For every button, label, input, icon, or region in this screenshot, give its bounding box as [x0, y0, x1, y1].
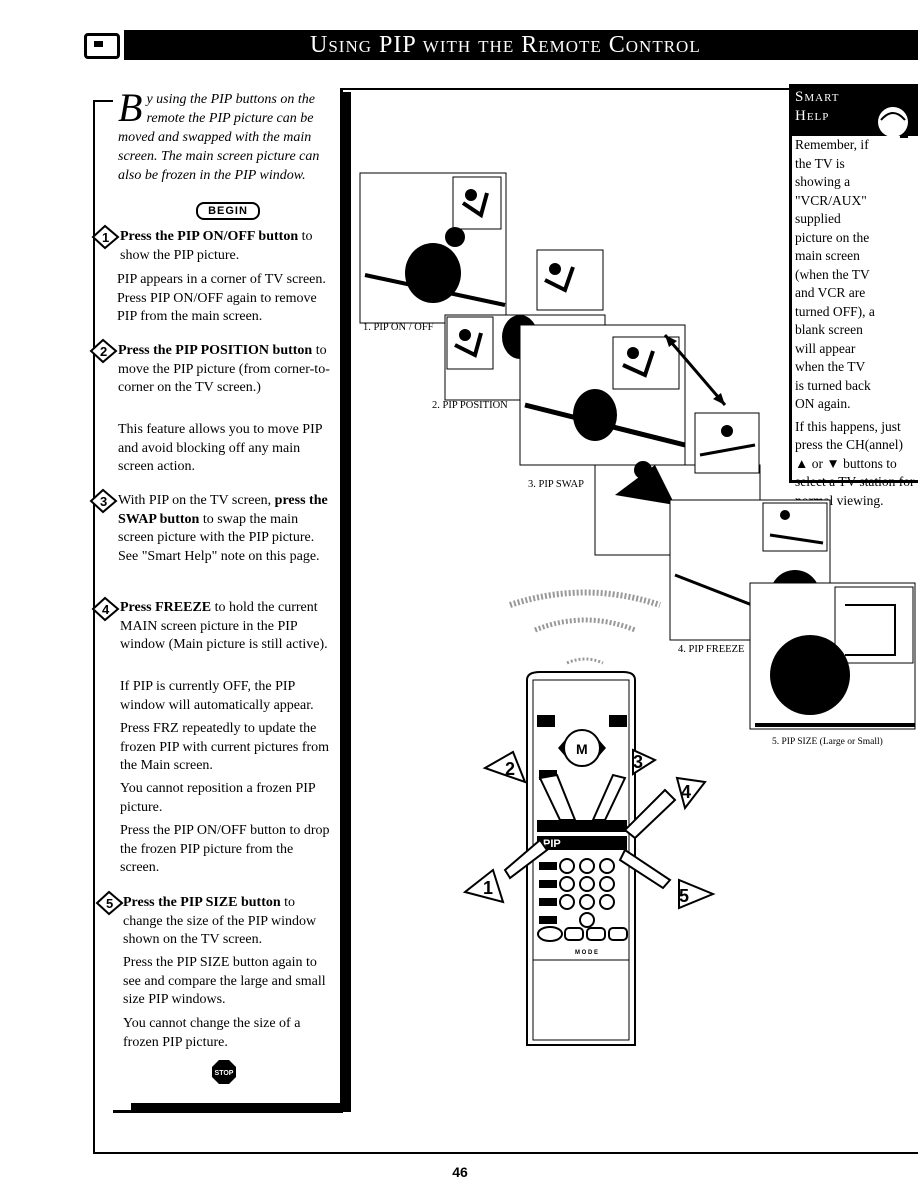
svg-text:STOP: STOP	[215, 1070, 234, 1077]
svg-text:2: 2	[505, 759, 515, 779]
svg-text:M O D E: M O D E	[575, 950, 598, 956]
callout-arrows: 2 3 4 1 5	[462, 748, 716, 910]
svg-text:M: M	[576, 741, 588, 757]
svg-text:3: 3	[633, 752, 643, 772]
svg-text:1: 1	[102, 230, 109, 245]
step-1-note: PIP appears in a corner of TV screen. Pr…	[117, 272, 326, 324]
svg-text:5: 5	[106, 896, 113, 911]
svg-text:2: 2	[100, 344, 107, 359]
svg-text:PIP: PIP	[543, 838, 561, 850]
step-5-text: Press the PIP SIZE button to change the …	[123, 895, 317, 947]
lightbulb-icon	[878, 107, 908, 138]
cx-button[interactable]	[586, 927, 606, 941]
power-button[interactable]	[537, 926, 563, 942]
frame-top-rule	[340, 88, 810, 90]
signal-waves-icon	[509, 589, 661, 665]
step-4-text: Press FREEZE to hold the current MAIN sc…	[120, 600, 328, 652]
panel-shadow-right	[343, 92, 351, 1110]
step-4-note-3: You cannot reposition a frozen PIP pictu…	[120, 781, 316, 815]
panel-shadow-bottom	[131, 1103, 351, 1112]
caption-pip-position: 2. PIP POSITION	[432, 400, 508, 411]
caption-pip-size: 5. PIP SIZE (Large or Small)	[772, 737, 883, 747]
stop-sign-icon: STOP	[212, 1060, 236, 1084]
step-5-icon: 5	[95, 890, 124, 916]
pip-freeze-size-illustration	[669, 499, 916, 730]
caption-pip-on-off: 1. PIP ON / OFF	[363, 322, 434, 333]
svg-text:5: 5	[679, 886, 689, 906]
caption-pip-freeze: 4. PIP FREEZE	[678, 644, 745, 655]
svg-text:4: 4	[681, 782, 691, 802]
caption-pip-swap: 3. PIP SWAP	[528, 479, 584, 490]
svg-text:4: 4	[102, 602, 110, 617]
step-2-text: Press the PIP POSITION button to move th…	[118, 343, 330, 395]
svg-text:1: 1	[483, 878, 493, 898]
step-2-icon: 2	[89, 338, 118, 364]
step-3-icon: 3	[89, 488, 118, 514]
step-2-note: This feature allows you to move PIP and …	[118, 422, 323, 474]
frame-bottom-rule	[93, 1152, 918, 1154]
vcr-button[interactable]	[564, 927, 584, 941]
step-4-note-4: Press the PIP ON/OFF button to drop the …	[120, 823, 330, 875]
page-number: 46	[452, 1164, 468, 1180]
smart-help-border	[789, 84, 918, 483]
step-3-text: With PIP on the TV screen, press the SWA…	[118, 493, 328, 564]
tv-button[interactable]	[608, 927, 628, 941]
screen-pip-swap	[519, 324, 727, 466]
step-4-icon: 4	[91, 596, 120, 622]
left-rule	[93, 100, 95, 1153]
left-rule-top	[93, 100, 113, 102]
begin-badge: BEGIN	[196, 202, 260, 220]
svg-text:3: 3	[100, 494, 107, 509]
step-1-icon: 1	[91, 224, 120, 250]
screen-pip-on	[359, 172, 507, 324]
step-5-note-2: You cannot change the size of a frozen P…	[123, 1016, 301, 1050]
smart-help-body: Remember, if the TV is showing a "VCR/AU…	[795, 137, 915, 508]
remote-control: M PIP M O D E 2 3 4 1 5	[462, 671, 716, 1046]
drop-cap: B	[118, 85, 143, 130]
step-1-text: Press the PIP ON/OFF button to show the …	[120, 229, 313, 263]
header-tv-icon	[84, 33, 120, 59]
step-4-note-1: If PIP is currently OFF, the PIP window …	[120, 679, 314, 713]
screen-pip-size	[749, 582, 916, 730]
step-5-note-1: Press the PIP SIZE button again to see a…	[123, 955, 326, 1007]
step-4-note-2: Press FRZ repeatedly to update the froze…	[120, 721, 330, 773]
page-title: Using PIP with the Remote Control	[124, 30, 918, 60]
